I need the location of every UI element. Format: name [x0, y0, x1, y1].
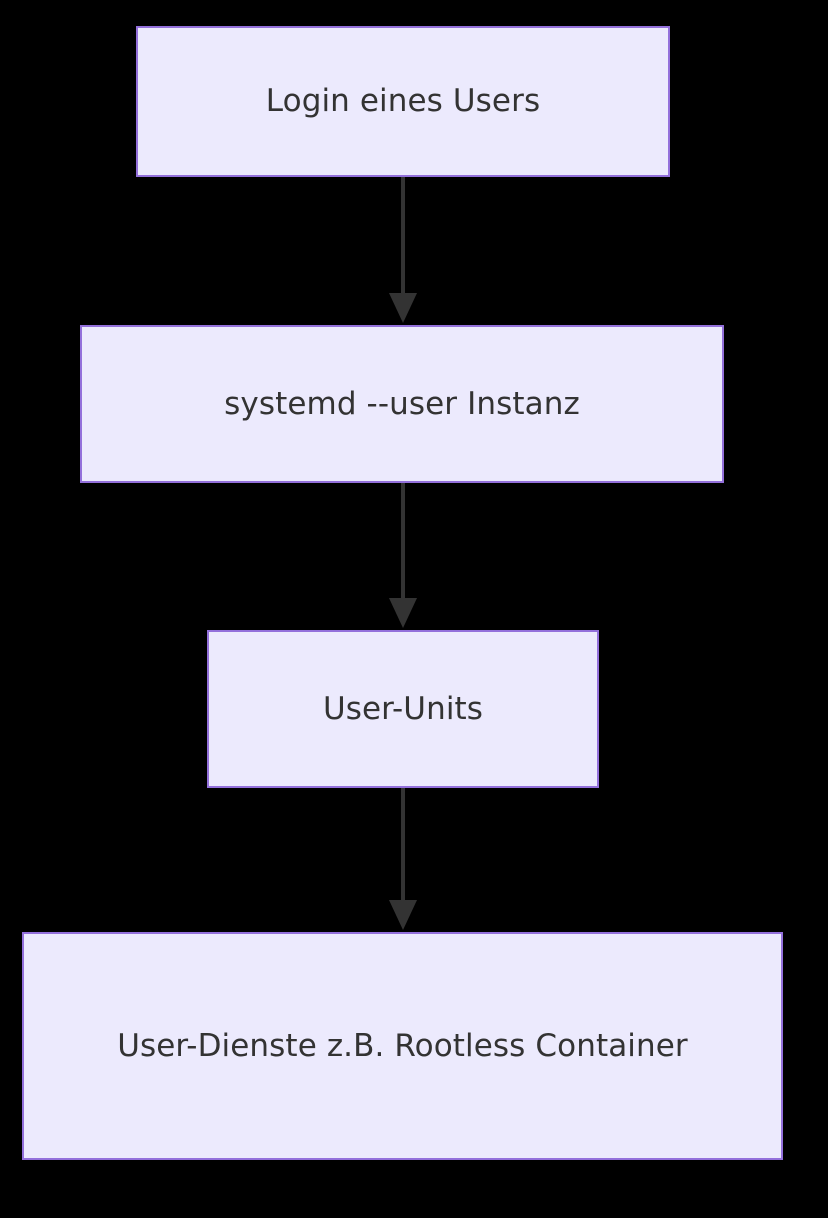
- arrowhead-down-icon: [389, 900, 417, 930]
- flowchart-node-label: User-Units: [322, 690, 484, 727]
- flowchart-node-label: systemd --user Instanz: [224, 385, 580, 422]
- flowchart-node-user-services[interactable]: User-Dienste z.B. Rootless Container: [22, 932, 783, 1160]
- arrowhead-down-icon: [389, 598, 417, 628]
- flowchart-edge-systemd-user-to-user-units: [379, 483, 427, 630]
- flowchart-node-label: Login eines Users: [265, 83, 541, 120]
- flowchart-edge-login-to-systemd-user: [379, 177, 427, 325]
- flowchart-node-user-units[interactable]: User-Units: [207, 630, 599, 788]
- arrowhead-down-icon: [389, 293, 417, 323]
- flowchart-node-systemd-user[interactable]: systemd --user Instanz: [80, 325, 724, 483]
- flowchart-node-login[interactable]: Login eines Users: [136, 26, 670, 177]
- flowchart-edge-user-units-to-user-services: [379, 788, 427, 932]
- flowchart-node-label: User-Dienste z.B. Rootless Container: [117, 1027, 688, 1064]
